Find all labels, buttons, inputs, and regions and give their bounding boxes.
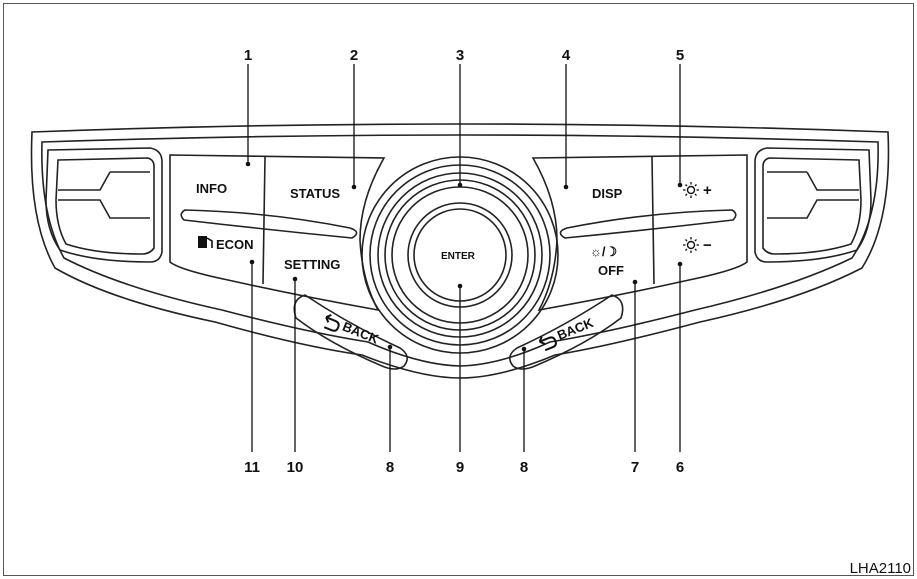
left-side-key[interactable]	[45, 147, 163, 263]
callout-8-right: 8	[520, 459, 528, 476]
econ-button[interactable]: ECON	[198, 236, 254, 252]
svg-text:ECON: ECON	[216, 237, 254, 252]
return-arrow-icon	[538, 336, 557, 352]
callout-4: 4	[562, 47, 571, 64]
right-side-key[interactable]	[754, 147, 872, 263]
panel-outline	[30, 123, 890, 379]
enter-button[interactable]: ENTER	[441, 251, 476, 262]
svg-text:−: −	[703, 237, 712, 254]
brightness-down-button[interactable]: −	[683, 237, 712, 254]
sun-icon	[683, 182, 699, 198]
return-arrow-icon	[323, 314, 340, 332]
callout-9: 9	[456, 459, 464, 476]
figure-frame	[3, 3, 914, 576]
panel-inner-outline	[41, 134, 879, 367]
callout-3: 3	[456, 47, 464, 64]
svg-text:BACK: BACK	[340, 319, 381, 347]
figure-id: LHA2110	[849, 560, 911, 577]
callout-1: 1	[244, 47, 252, 64]
callout-5: 5	[676, 47, 684, 64]
day-night-off-button[interactable]: ☼/☽ OFF	[590, 244, 624, 278]
fuel-pump-icon	[198, 236, 213, 248]
right-button-cluster	[531, 154, 748, 312]
left-button-cluster	[169, 154, 386, 312]
back-left-label[interactable]: BACK	[322, 312, 381, 348]
callout-11: 11	[244, 459, 260, 476]
svg-text:OFF: OFF	[598, 263, 624, 278]
callout-10: 10	[287, 459, 304, 476]
status-button[interactable]: STATUS	[290, 186, 340, 201]
callout-6: 6	[676, 459, 684, 476]
back-button-right[interactable]	[509, 294, 624, 370]
back-button-left[interactable]	[293, 294, 408, 370]
disp-button[interactable]: DISP	[592, 186, 623, 201]
leader-lines	[245, 64, 683, 452]
callout-7: 7	[631, 459, 639, 476]
brightness-up-button[interactable]: +	[683, 182, 712, 199]
svg-text:+: +	[703, 182, 712, 199]
setting-button[interactable]: SETTING	[284, 257, 340, 272]
callout-8-left: 8	[386, 459, 394, 476]
back-right-label[interactable]: BACK	[537, 315, 596, 352]
info-button[interactable]: INFO	[196, 181, 227, 196]
callout-2: 2	[350, 47, 358, 64]
sun-icon	[683, 237, 699, 253]
day-night-icon: ☼/☽	[590, 244, 617, 259]
